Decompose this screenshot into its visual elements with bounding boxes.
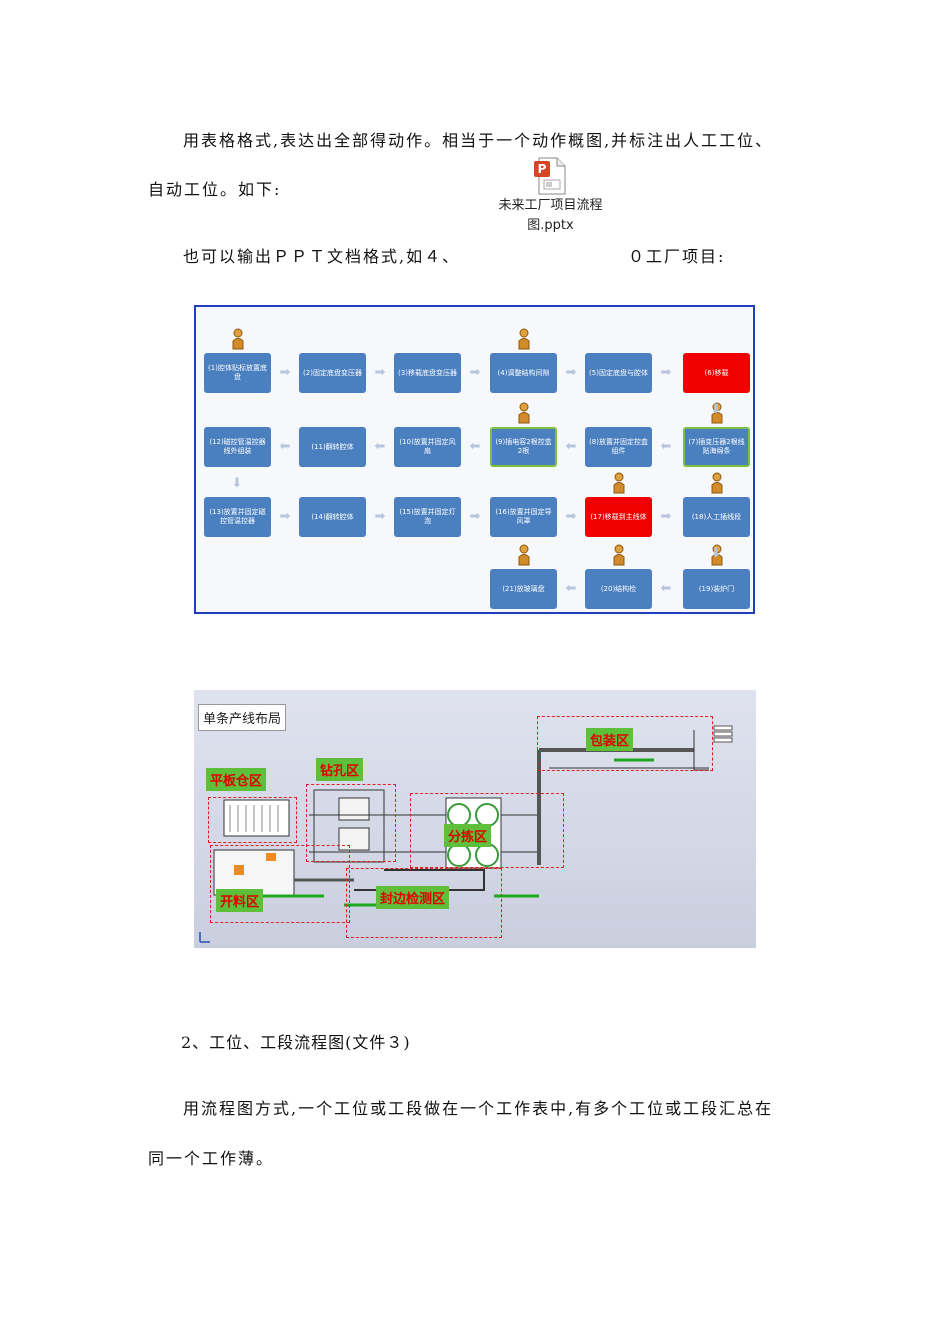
paragraph-2: 也可以输出ＰＰＴ文档格式,如４、: [183, 247, 461, 266]
flow-step: (12)磁控管温控器线外组装: [204, 427, 271, 467]
zone-box-drill: [306, 784, 396, 862]
flow-arrow-icon: ⬅: [660, 581, 672, 596]
paragraph-1-cont: 自动工位。如下:: [148, 180, 282, 199]
flow-arrow-icon: ➡: [279, 365, 291, 380]
flow-arrow-icon: ➡: [469, 509, 481, 524]
pptx-file-icon: P: [531, 156, 571, 196]
flow-step: (14)翻转腔体: [299, 497, 366, 537]
zone-label-flat: 平板仓区: [206, 768, 267, 791]
flow-arrow-icon: ➡: [565, 509, 577, 524]
flow-step: (10)放置并固定风扇: [394, 427, 461, 467]
process-flow-chart: (1)腔体贴标放置底盘 (2)固定底盘变压器 (3)移载底盘变压器 (4)调整结构间隙…: [194, 305, 755, 614]
worker-icon: [613, 472, 625, 494]
worker-icon: [518, 328, 530, 350]
zone-box-pack: [537, 716, 713, 771]
paragraph-3-cont: 同一个工作薄。: [148, 1149, 275, 1168]
flow-step: (17)移载到主线体: [585, 497, 652, 537]
zone-label-cut: 开料区: [216, 889, 264, 912]
flow-step: (19)装炉门: [683, 569, 750, 609]
flow-step: (4)调整结构间隙: [490, 353, 557, 393]
flow-step: (9)插电容2根控盒2根: [490, 427, 557, 467]
layout-title: 单条产线布局: [198, 704, 287, 731]
flow-step: (7)插变压器2根线贴海绵条: [683, 427, 750, 467]
flow-arrow-icon: ➡: [374, 509, 386, 524]
zone-label-sort: 分拣区: [444, 824, 492, 847]
worker-icon: [613, 544, 625, 566]
flow-arrow-icon: ➡: [660, 365, 672, 380]
svg-text:P: P: [537, 162, 546, 176]
flow-step: (6)移载: [683, 353, 750, 393]
section-heading-2: 2、工位、工段流程图(文件３): [181, 1033, 411, 1052]
paragraph-2-end: ０工厂项目:: [628, 247, 726, 266]
flow-arrow-icon: ➡: [374, 365, 386, 380]
flow-arrow-icon: ➡: [565, 365, 577, 380]
worker-icon: [232, 328, 244, 350]
worker-icon: [518, 544, 530, 566]
flow-arrow-icon: ⬇: [710, 546, 722, 561]
paragraph-3: 用流程图方式,一个工位或工段做在一个工作表中,有多个工位或工段汇总在: [183, 1099, 774, 1118]
flow-arrow-icon: ➡: [469, 365, 481, 380]
flow-step: (15)放置并固定灯泡: [394, 497, 461, 537]
attachment-name-line2: 图.pptx: [527, 218, 574, 233]
worker-icon: [711, 472, 723, 494]
flow-step: (16)放置并固定导风罩: [490, 497, 557, 537]
flow-arrow-icon: ⬅: [660, 439, 672, 454]
flow-arrow-icon: ⬅: [469, 439, 481, 454]
flow-step: (1)腔体贴标放置底盘: [204, 353, 271, 393]
flow-arrow-icon: ⬅: [279, 439, 291, 454]
flow-step: (20)结构检: [585, 569, 652, 609]
production-line-layout: 单条产线布局 平板仓区 钻孔区 分拣区 包装区 开料区 封边检测区: [194, 690, 756, 948]
paragraph-1: 用表格格式,表达出全部得动作。相当于一个动作概图,并标注出人工工位、: [183, 131, 774, 150]
flow-step: (3)移载底盘变压器: [394, 353, 461, 393]
flow-step: (18)人工插线段: [683, 497, 750, 537]
flow-arrow-icon: ⬇: [231, 476, 243, 491]
flow-step: (2)固定底盘变压器: [299, 353, 366, 393]
flow-arrow-icon: ⬅: [565, 439, 577, 454]
flow-step: (13)放置并固定磁控管温控器: [204, 497, 271, 537]
flow-step: (8)放置并固定控盒组件: [585, 427, 652, 467]
zone-label-pack: 包装区: [586, 728, 634, 751]
zone-box-cut: [210, 845, 350, 923]
attachment-name-line1: 未来工厂项目流程: [498, 198, 603, 213]
worker-icon: [711, 544, 723, 566]
zone-box-sort: [410, 793, 564, 868]
flow-arrow-icon: ⬅: [374, 439, 386, 454]
worker-icon: [518, 402, 530, 424]
worker-icon: [711, 402, 723, 424]
flow-arrow-icon: ⬇: [710, 402, 722, 417]
flow-arrow-icon: ⬅: [565, 581, 577, 596]
layout-drawing: [199, 725, 733, 943]
zone-box-flat: [208, 797, 297, 843]
zone-box-edge: [346, 868, 502, 938]
zone-label-edge: 封边检测区: [376, 886, 450, 909]
flow-step: (11)翻转腔体: [299, 427, 366, 467]
flow-arrow-icon: ➡: [279, 509, 291, 524]
pptx-attachment[interactable]: P 未来工厂项目流程 图.pptx: [488, 156, 613, 236]
flow-step: (5)固定底盘与腔体: [585, 353, 652, 393]
flow-step: (21)放玻璃盘: [490, 569, 557, 609]
flow-arrow-icon: ➡: [660, 509, 672, 524]
zone-label-drill: 钻孔区: [316, 758, 364, 781]
